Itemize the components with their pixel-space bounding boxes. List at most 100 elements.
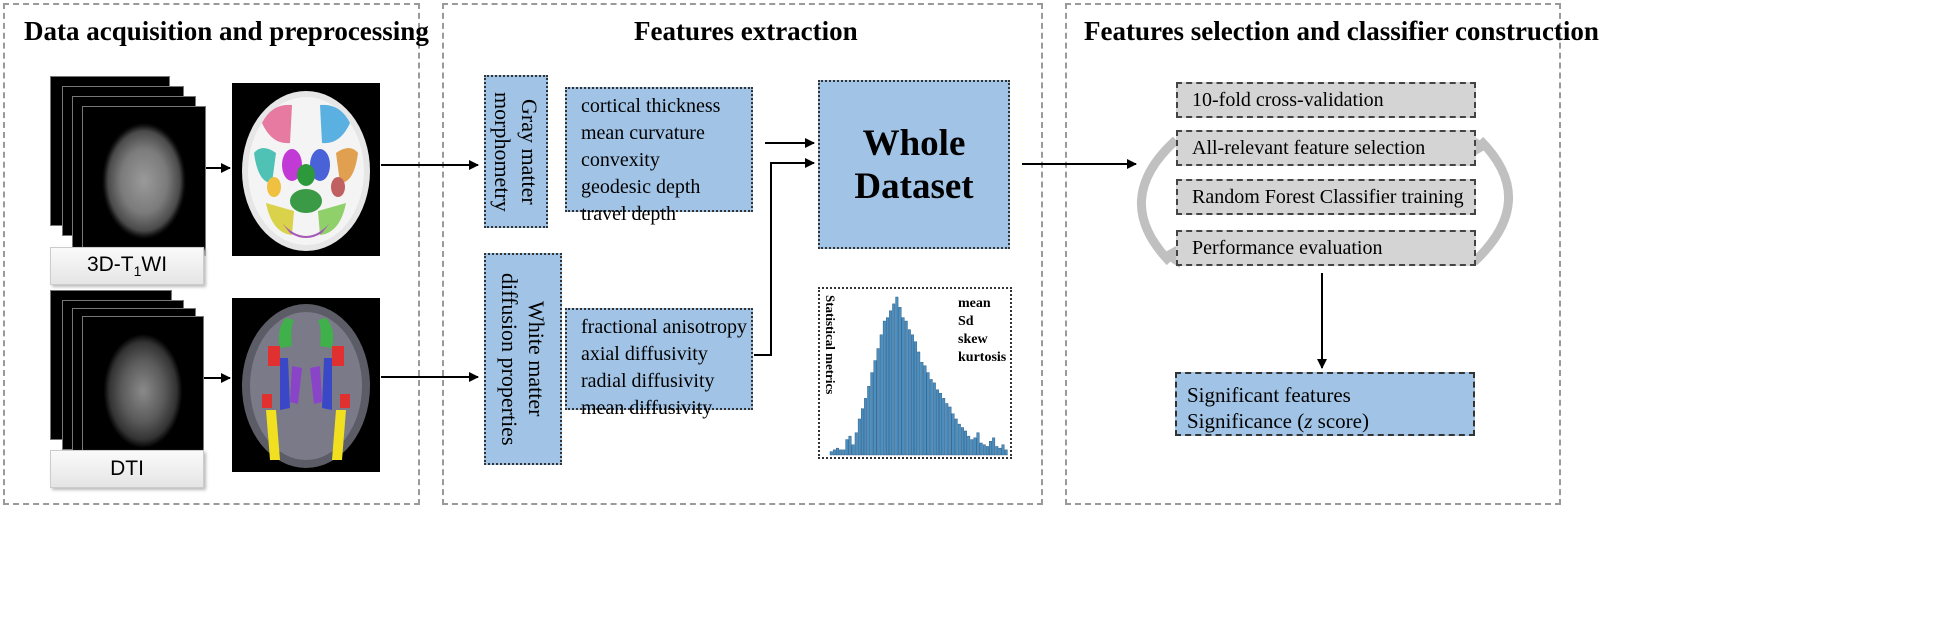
histogram-bar xyxy=(829,451,833,456)
dti-tract-image xyxy=(232,298,380,472)
white-matter-features: fractional anisotropy axial diffusivity … xyxy=(565,308,753,419)
wm-feature: radial diffusivity xyxy=(581,370,715,392)
histogram-bar xyxy=(967,435,971,456)
histogram-bar xyxy=(960,427,964,456)
histogram-bar xyxy=(957,423,961,456)
histogram-bar xyxy=(861,408,864,456)
panel-title-extraction: Features extraction xyxy=(634,16,858,46)
histogram-bar xyxy=(992,437,996,456)
t1-label: 3D-T1WI xyxy=(86,252,168,280)
histogram-bar xyxy=(951,413,955,456)
histogram-bar xyxy=(929,379,933,456)
t1-segmentation-image xyxy=(232,83,380,256)
histogram-bar xyxy=(932,382,936,456)
histogram-bar xyxy=(870,372,874,456)
panel-title-acquisition: Data acquisition and preprocessing xyxy=(24,16,429,46)
output-line2: Significance (z score) xyxy=(1187,409,1369,433)
gm-feature: travel depth xyxy=(581,203,676,225)
histogram-bar xyxy=(851,444,855,456)
histogram-bar xyxy=(973,437,977,456)
metric-label: mean xyxy=(958,296,991,311)
whole-dataset-box: Whole Dataset xyxy=(818,80,1010,249)
histogram-bar xyxy=(923,365,927,456)
histogram-bar xyxy=(917,351,921,456)
histogram-bar xyxy=(907,329,911,456)
panel-title-selection: Features selection and classifier constr… xyxy=(1084,16,1599,46)
statistics-histogram: Statistical metrics mean Sd skew kurtosi… xyxy=(818,287,1012,459)
histogram-bar xyxy=(979,442,983,456)
step-classifier-training: Random Forest Classifier training xyxy=(1176,179,1476,215)
gm-feature: mean curvature xyxy=(581,122,705,144)
white-matter-box: White matter diffusion properties xyxy=(484,253,562,465)
histogram-bar xyxy=(926,372,930,456)
histogram-bar xyxy=(976,432,980,456)
wm-feature: fractional anisotropy xyxy=(581,316,748,338)
histogram-bar xyxy=(942,398,946,456)
histogram-bar xyxy=(989,441,992,456)
histogram-bar xyxy=(876,348,880,456)
dti-label: DTI xyxy=(110,457,144,480)
whole-dataset-line2: Dataset xyxy=(854,165,974,207)
histogram-bar xyxy=(879,334,883,456)
histogram-bar xyxy=(882,320,886,456)
step-feature-selection: All-relevant feature selection xyxy=(1176,130,1476,166)
histogram-bar xyxy=(914,341,918,456)
histogram-bar xyxy=(889,310,893,456)
metric-label: kurtosis xyxy=(958,350,1007,365)
histogram-bar xyxy=(901,317,905,456)
gray-matter-box: Gray matter morphometry xyxy=(484,75,548,228)
histogram-bar xyxy=(892,303,896,456)
t1-label-tab: 3D-T1WI xyxy=(50,247,204,285)
wm-feature: mean diffusivity xyxy=(581,397,713,419)
wm-feature: axial diffusivity xyxy=(581,343,708,365)
histogram-bar xyxy=(857,418,861,456)
gm-feature: convexity xyxy=(581,149,660,171)
histogram-bar xyxy=(895,296,899,456)
histogram-bar xyxy=(886,317,889,456)
histogram-bar xyxy=(864,398,868,456)
histogram-bar xyxy=(1004,449,1008,456)
step-cross-validation: 10-fold cross-validation xyxy=(1176,82,1476,118)
histogram-bar xyxy=(842,449,846,456)
histogram-ylabel: Statistical metrics xyxy=(823,295,838,395)
histogram-bar xyxy=(995,446,999,456)
whole-dataset-line1: Whole xyxy=(862,122,966,164)
histogram-svg xyxy=(829,296,1008,456)
metric-label: Sd xyxy=(958,314,974,329)
histogram-bar xyxy=(873,360,877,456)
histogram-bar xyxy=(939,392,943,456)
significant-features-box: Significant features Significance (z sco… xyxy=(1175,372,1475,436)
histogram-bar xyxy=(954,418,958,456)
histogram-bar xyxy=(948,406,952,456)
histogram-metrics: mean Sd skew kurtosis xyxy=(958,295,1006,367)
gray-matter-title: Gray matter morphometry xyxy=(490,91,542,212)
step-performance-evaluation: Performance evaluation xyxy=(1176,230,1476,266)
histogram-bar xyxy=(964,430,968,456)
histogram-bar xyxy=(1001,444,1005,456)
panel-features-extraction xyxy=(442,3,1043,505)
cycle-arrow-left xyxy=(1136,136,1180,266)
metric-label: skew xyxy=(958,332,988,347)
histogram-bar xyxy=(839,449,843,456)
gray-matter-features: cortical thickness mean curvature convex… xyxy=(565,87,753,225)
histogram-bar xyxy=(998,447,1002,456)
histogram-bar xyxy=(832,449,836,456)
panel-feature-selection xyxy=(1065,3,1561,505)
histogram-bar xyxy=(920,362,924,456)
output-line1: Significant features xyxy=(1187,383,1351,407)
dti-label-tab: DTI xyxy=(50,450,204,488)
histogram-bar xyxy=(904,320,908,456)
histogram-bar xyxy=(935,389,939,456)
histogram-bar xyxy=(836,447,839,456)
histogram-bar xyxy=(845,439,849,456)
white-matter-title: White matter diffusion properties xyxy=(497,272,549,446)
arrow-wm-to-dataset xyxy=(754,158,815,356)
gm-feature: geodesic depth xyxy=(581,176,701,198)
histogram-bar xyxy=(848,435,852,456)
cycle-arrow-right xyxy=(1470,136,1514,266)
histogram-bar xyxy=(945,403,949,456)
histogram-bar xyxy=(898,307,902,456)
histogram-bar xyxy=(910,334,914,456)
histogram-bar xyxy=(867,386,871,456)
panel-data-acquisition xyxy=(3,3,420,505)
